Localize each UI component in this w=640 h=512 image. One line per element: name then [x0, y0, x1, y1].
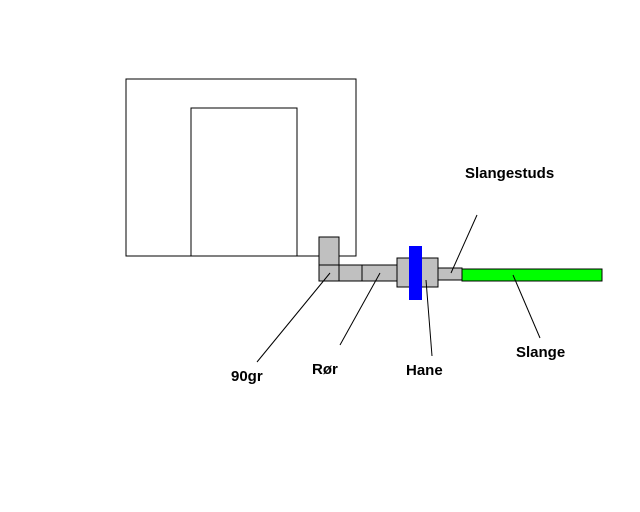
elbow-fitting — [318, 236, 363, 282]
inner-door — [190, 107, 298, 257]
outer-frame — [125, 78, 357, 257]
label-valve: Hane — [406, 362, 443, 379]
hose-nozzle — [437, 267, 463, 281]
label-elbow: 90gr — [231, 368, 263, 385]
leader-line-pipe — [339, 272, 381, 346]
leader-line-valve — [425, 279, 433, 357]
leader-line-nozzle — [450, 214, 478, 274]
leader-line-elbow — [256, 272, 331, 363]
label-hose: Slange — [516, 344, 565, 361]
label-pipe: Rør — [312, 361, 338, 378]
leader-line-hose — [512, 274, 541, 339]
hose — [461, 268, 603, 282]
label-hose-nozzle: Slangestuds — [465, 165, 554, 182]
valve-handle — [409, 246, 422, 300]
